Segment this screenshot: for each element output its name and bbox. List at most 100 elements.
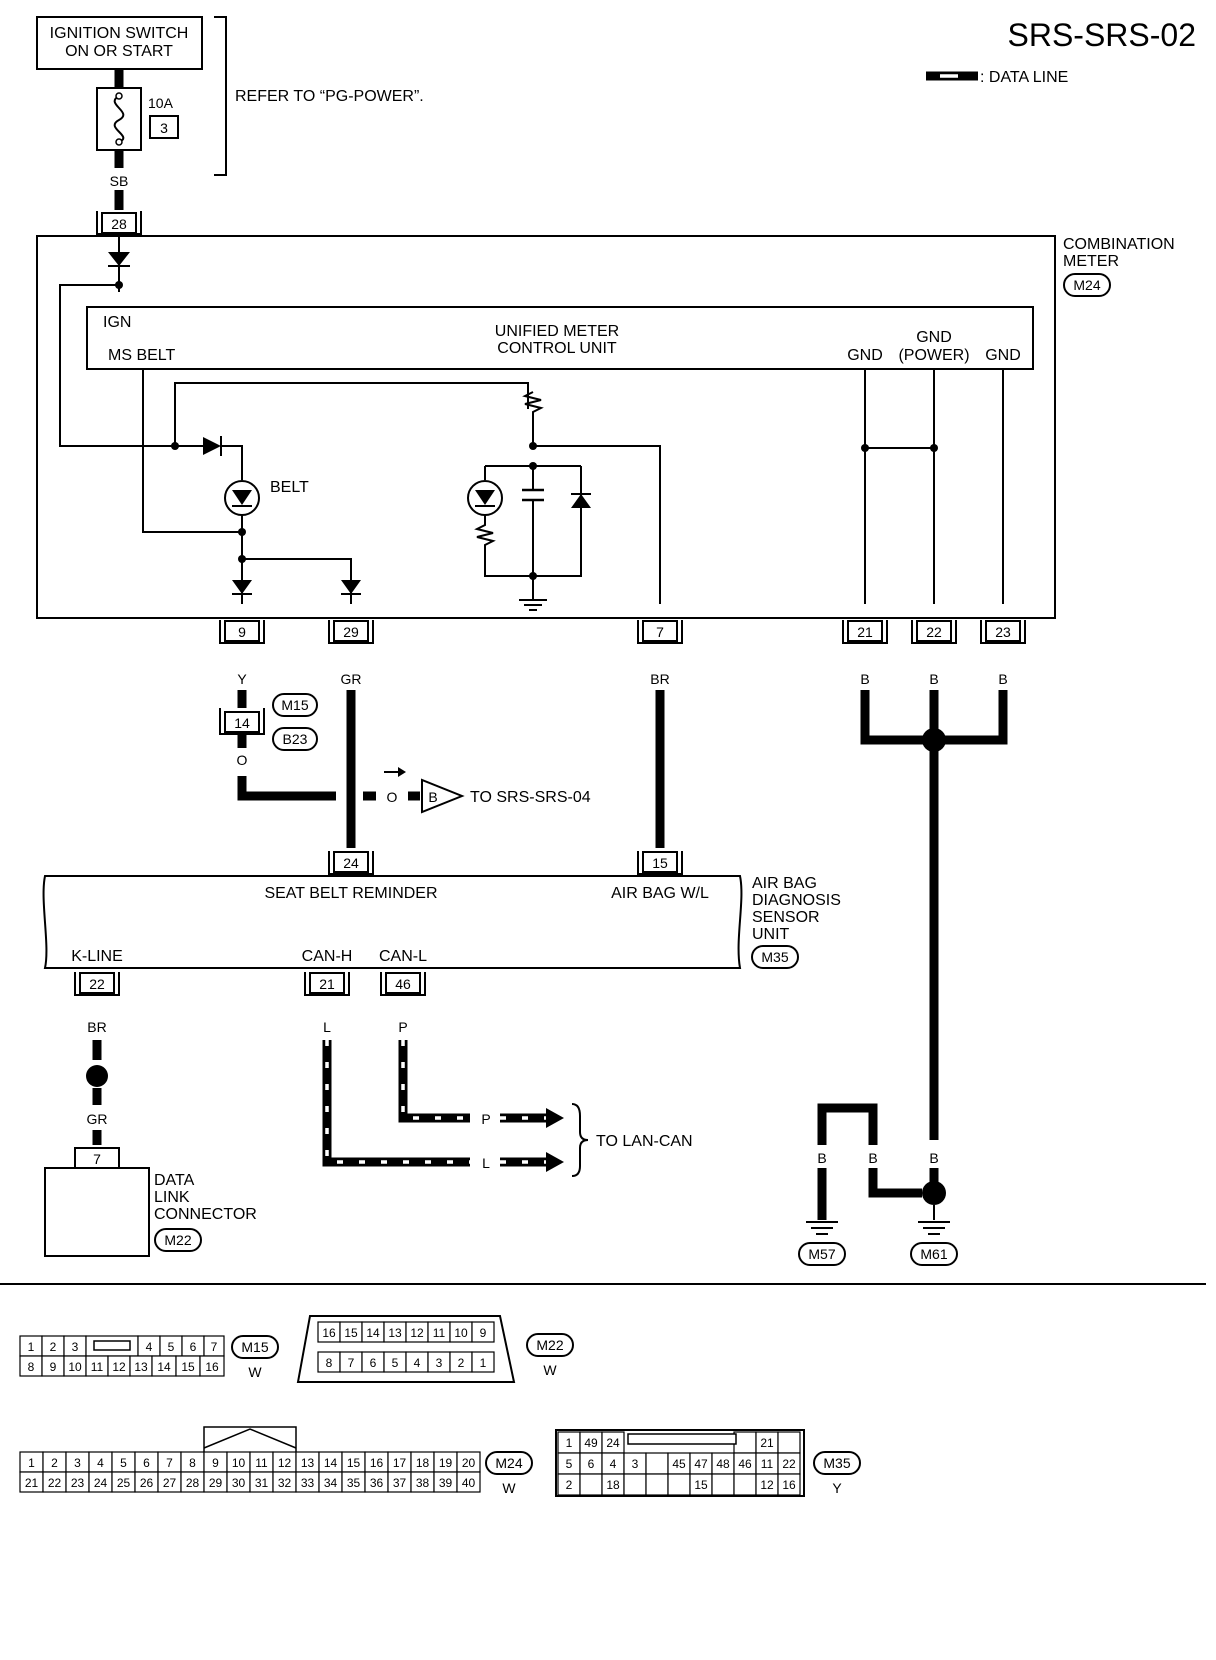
air-bag-wl-label: AIR BAG W/L (611, 885, 709, 902)
wire-color-p: P (398, 1019, 407, 1035)
wire-color-b-left: B (868, 1150, 877, 1166)
belt-warning-lamp (224, 480, 260, 516)
svg-text:M22: M22 (536, 1337, 563, 1353)
svg-text:1: 1 (480, 1356, 487, 1370)
ign-label: IGN (103, 314, 131, 331)
arrow-right-icon (384, 767, 406, 777)
svg-text:2: 2 (50, 1340, 57, 1354)
wire-color-b-21: B (860, 671, 869, 687)
sensor-unit-label-4: UNIT (752, 926, 790, 943)
dlc-label-1: DATA (154, 1172, 195, 1189)
m24-pin-number: 1 (28, 1456, 35, 1470)
m24-pin-number: 19 (439, 1456, 453, 1470)
m35-pin-number: 15 (694, 1478, 708, 1492)
fuse-rating: 10A (148, 95, 174, 111)
svg-text:2: 2 (458, 1356, 465, 1370)
m24-pin-number: 28 (186, 1476, 200, 1490)
terminal-can-l-46: 46 (380, 972, 426, 996)
m35-pin-number: 18 (606, 1478, 620, 1492)
airbag-zener (571, 494, 591, 508)
gnd-label-3: GND (985, 347, 1021, 364)
m35-pin-number: 11 (761, 1457, 774, 1471)
m24-pin-number: 40 (462, 1476, 476, 1490)
svg-text:8: 8 (28, 1360, 35, 1374)
wire-color-sb: SB (110, 173, 129, 189)
wire-color-l: L (323, 1019, 331, 1035)
combination-meter-label-1: COMBINATION (1063, 236, 1175, 253)
svg-text:14: 14 (366, 1326, 380, 1340)
terminal-k-line-22: 22 (74, 972, 120, 996)
m24-pin-number: 24 (94, 1476, 108, 1490)
terminal-29: 29 (328, 620, 374, 644)
can-l-label: CAN-L (379, 948, 427, 965)
m24-pin-number: 29 (209, 1476, 223, 1490)
can-l-wire-p: P (481, 1111, 490, 1127)
terminal-22: 22 (911, 620, 957, 644)
internal-ground-icon (519, 599, 547, 611)
svg-text:5: 5 (392, 1356, 399, 1370)
m24-pin-number: 21 (25, 1476, 39, 1490)
terminal-28: 28 (96, 211, 142, 235)
sensor-unit-label-2: DIAGNOSIS (752, 892, 841, 909)
combination-meter-box (36, 235, 1056, 619)
svg-text:7: 7 (93, 1151, 101, 1167)
svg-text:9: 9 (238, 624, 246, 640)
wire-color-b-22: B (929, 671, 938, 687)
m24-pin-number: 18 (416, 1456, 430, 1470)
svg-text:29: 29 (343, 624, 359, 640)
terminal-24: 24 (328, 851, 374, 875)
m35-pin-number: 48 (716, 1457, 730, 1471)
svg-text:8: 8 (326, 1356, 333, 1370)
svg-text:16: 16 (205, 1360, 219, 1374)
terminal-23: 23 (980, 620, 1026, 644)
m24-pin-number: 34 (324, 1476, 338, 1490)
ignition-label-2: ON OR START (65, 43, 173, 60)
wire-color-b-m57: B (817, 1150, 826, 1166)
m35-cavity (645, 1473, 669, 1496)
fuse: 10A 3 (96, 87, 179, 151)
m35-cavity (733, 1473, 757, 1496)
data-line-legend-label: : DATA LINE (980, 69, 1068, 86)
ground-icon-m57 (806, 1221, 838, 1235)
unified-meter-control-unit (86, 306, 1034, 370)
m24-pin-number: 35 (347, 1476, 361, 1490)
terminal-15: 15 (637, 851, 683, 875)
m24-pin-number: 23 (71, 1476, 85, 1490)
svg-text:5: 5 (168, 1340, 175, 1354)
m24-pin-number: 27 (163, 1476, 177, 1490)
svg-text:22: 22 (89, 976, 105, 992)
svg-text:M24: M24 (1073, 277, 1100, 293)
unit-label-1: UNIFIED METER (495, 323, 619, 340)
svg-text:3: 3 (436, 1356, 443, 1370)
lan-can-brace (571, 1103, 589, 1177)
svg-text:15: 15 (181, 1360, 195, 1374)
m24-pin-number: 39 (439, 1476, 453, 1490)
fuse-number: 3 (160, 120, 168, 136)
svg-text:15: 15 (344, 1326, 358, 1340)
m24-pin-number: 12 (278, 1456, 292, 1470)
svg-text:15: 15 (652, 855, 668, 871)
connector-badge-b23: B23 (272, 727, 318, 751)
svg-text:M35: M35 (823, 1455, 850, 1471)
svg-text:12: 12 (410, 1326, 424, 1340)
belt-label: BELT (270, 479, 309, 496)
svg-text:16: 16 (322, 1326, 336, 1340)
m24-cavity (456, 1471, 481, 1493)
m35-cavity (777, 1431, 801, 1454)
m35-pin-number: 49 (584, 1436, 598, 1450)
svg-text:M61: M61 (920, 1246, 947, 1262)
connector-badge-m15: M15 (272, 693, 318, 717)
sensor-unit-connector-badge: M35 (751, 945, 799, 969)
svg-text:21: 21 (319, 976, 335, 992)
m24-pin-number: 4 (97, 1456, 104, 1470)
m24-pin-number: 2 (51, 1456, 58, 1470)
svg-text:B: B (428, 789, 437, 805)
svg-text:12: 12 (112, 1360, 126, 1374)
svg-text:4: 4 (146, 1340, 153, 1354)
refer-bracket (214, 16, 227, 176)
m24-pin-number: 38 (416, 1476, 430, 1490)
m35-pin-number: 24 (606, 1436, 620, 1450)
